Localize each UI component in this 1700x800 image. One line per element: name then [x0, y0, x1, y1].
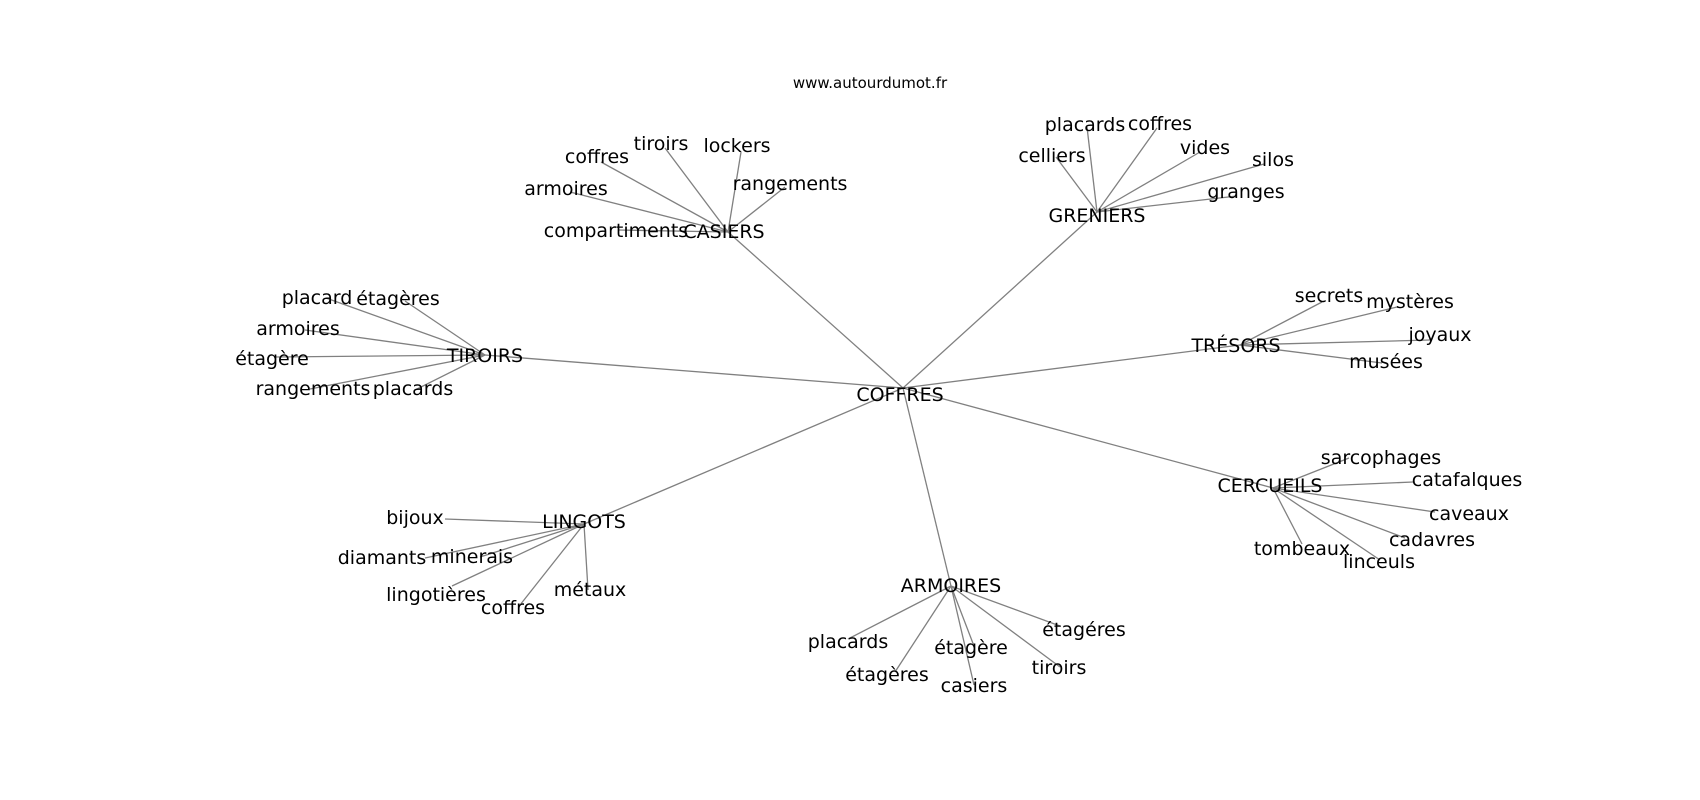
leaf-node-label: rangements — [733, 173, 848, 195]
leaf-node-label: étagère — [934, 637, 1008, 659]
edge-center-to-hub — [902, 387, 952, 587]
edge-hub-to-leaf — [664, 147, 729, 233]
edge-hub-to-leaf — [950, 585, 975, 686]
edge-hub-to-leaf — [273, 354, 486, 358]
edge-hub-to-leaf — [1086, 126, 1098, 213]
edge-center-to-hub — [902, 387, 1274, 489]
hub-node-label: TRÉSORS — [1190, 334, 1280, 357]
leaf-node-label: sarcophages — [1321, 447, 1441, 469]
leaf-node-label: étagères — [356, 288, 440, 310]
leaf-node-label: diamants — [338, 547, 427, 569]
leaf-node-label: catafalques — [1412, 469, 1522, 491]
leaf-node-label: silos — [1252, 149, 1294, 171]
leaf-node-label: lockers — [703, 135, 770, 157]
edge-hub-to-leaf — [1239, 301, 1323, 346]
edge-hub-to-leaf — [950, 585, 975, 647]
leaf-node-label: compartiments — [544, 220, 688, 242]
leaf-node-label: caveaux — [1429, 503, 1509, 525]
edge-hub-to-leaf — [1272, 457, 1350, 489]
edge-hub-to-leaf — [950, 585, 1061, 627]
leaf-node-label: armoires — [256, 318, 340, 340]
edge-hub-to-leaf — [1055, 156, 1098, 213]
edge-hub-to-leaf — [444, 518, 585, 525]
leaf-node-label: secrets — [1295, 285, 1363, 307]
leaf-node-label: étagères — [845, 664, 929, 686]
site-label: www.autourdumot.fr — [793, 74, 948, 92]
edge-hub-to-leaf — [325, 297, 486, 356]
leaf-node-label: placards — [373, 378, 454, 400]
edge-center-to-hub — [583, 387, 904, 525]
leaf-node-label: armoires — [524, 178, 608, 200]
edge-hub-to-leaf — [479, 523, 585, 558]
edge-hub-to-leaf — [309, 354, 486, 390]
edge-hub-to-leaf — [583, 523, 589, 591]
hub-node-label: ARMOIRES — [901, 575, 1001, 597]
leaf-node-label: casiers — [941, 675, 1008, 697]
edge-hub-to-leaf — [404, 300, 486, 356]
edge-hub-to-leaf — [1272, 487, 1436, 513]
leaf-node-label: placard — [282, 287, 353, 309]
leaf-node-label: minerais — [431, 546, 513, 568]
edge-hub-to-leaf — [569, 191, 729, 233]
leaf-node-label: placards — [1045, 114, 1126, 136]
hub-node-label: TIROIRS — [446, 345, 523, 367]
edge-hub-to-leaf — [950, 585, 1061, 668]
edge-hub-to-leaf — [1272, 487, 1381, 561]
leaf-node-label: joyaux — [1407, 324, 1471, 346]
edge-hub-to-leaf — [424, 523, 585, 559]
leaf-node-label: coffres — [565, 146, 629, 168]
edge-hub-to-leaf — [600, 161, 729, 233]
leaf-node-label: métaux — [554, 579, 627, 601]
leaf-node-label: coffres — [1128, 113, 1192, 135]
edge-hub-to-leaf — [451, 523, 585, 587]
leaf-node-label: mystères — [1366, 291, 1454, 313]
edge-center-to-hub — [902, 211, 1098, 389]
edge-hub-to-leaf — [1239, 344, 1383, 364]
edge-hub-to-leaf — [1096, 151, 1201, 213]
hub-node-label: LINGOTS — [542, 511, 626, 533]
leaf-node-label: rangements — [256, 378, 371, 400]
edge-hub-to-leaf — [1239, 306, 1398, 346]
edge-center-to-hub — [727, 231, 904, 389]
edge-center-to-hub — [484, 354, 904, 389]
leaf-node-label: tombeaux — [1254, 538, 1350, 560]
leaf-node-label: bijoux — [386, 507, 444, 529]
leaf-node-label: lingotières — [386, 584, 486, 606]
leaf-node-label: tiroirs — [634, 133, 689, 155]
edge-hub-to-leaf — [519, 523, 585, 606]
edge-hub-to-leaf — [1272, 481, 1414, 489]
graph-edges — [273, 126, 1436, 686]
edge-hub-to-leaf — [414, 354, 486, 391]
edge-hub-to-leaf — [617, 229, 729, 233]
leaf-node-label: étagère — [235, 348, 309, 370]
leaf-node-label: coffres — [481, 597, 545, 619]
hub-node-label: CASIERS — [683, 221, 764, 243]
edge-hub-to-leaf — [727, 186, 786, 233]
leaf-node-label: celliers — [1018, 145, 1085, 167]
edge-hub-to-leaf — [1096, 163, 1265, 213]
center-node-label: COFFRES — [856, 384, 943, 406]
edge-hub-to-leaf — [727, 151, 742, 233]
edge-hub-to-leaf — [1096, 127, 1158, 213]
edge-hub-to-leaf — [847, 585, 952, 640]
leaf-node-label: linceuls — [1343, 551, 1415, 573]
edge-hub-to-leaf — [894, 585, 952, 673]
leaf-node-label: granges — [1207, 181, 1284, 203]
edge-hub-to-leaf — [1272, 487, 1406, 539]
leaf-node-label: cadavres — [1389, 529, 1475, 551]
edge-hub-to-leaf — [304, 329, 486, 356]
hub-node-label: CERCUEILS — [1218, 475, 1323, 497]
leaf-node-label: tiroirs — [1032, 657, 1087, 679]
edge-hub-to-leaf — [1096, 195, 1238, 213]
edge-hub-to-leaf — [1272, 487, 1303, 545]
edge-center-to-hub — [902, 344, 1241, 389]
leaf-node-label: vides — [1180, 137, 1230, 159]
leaf-node-label: étagéres — [1042, 619, 1126, 641]
leaf-node-label: musées — [1349, 351, 1423, 373]
hub-node-label: GRENIERS — [1048, 205, 1145, 227]
leaf-node-label: placards — [808, 631, 889, 653]
edge-hub-to-leaf — [1239, 339, 1431, 346]
